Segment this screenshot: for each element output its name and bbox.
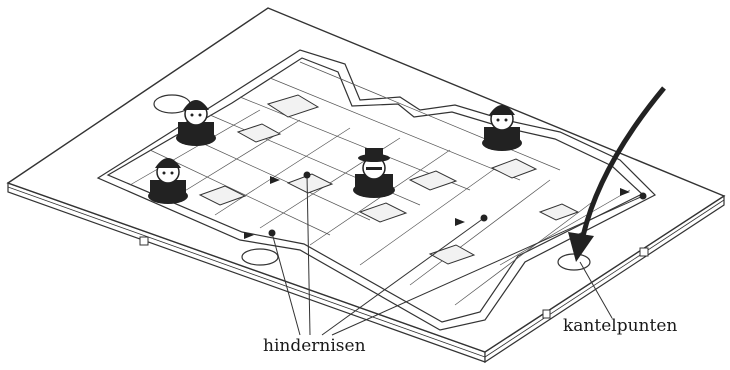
tilt-points-label: kantelpunten	[563, 316, 677, 336]
obstacles-label: hindernisen	[263, 336, 366, 356]
